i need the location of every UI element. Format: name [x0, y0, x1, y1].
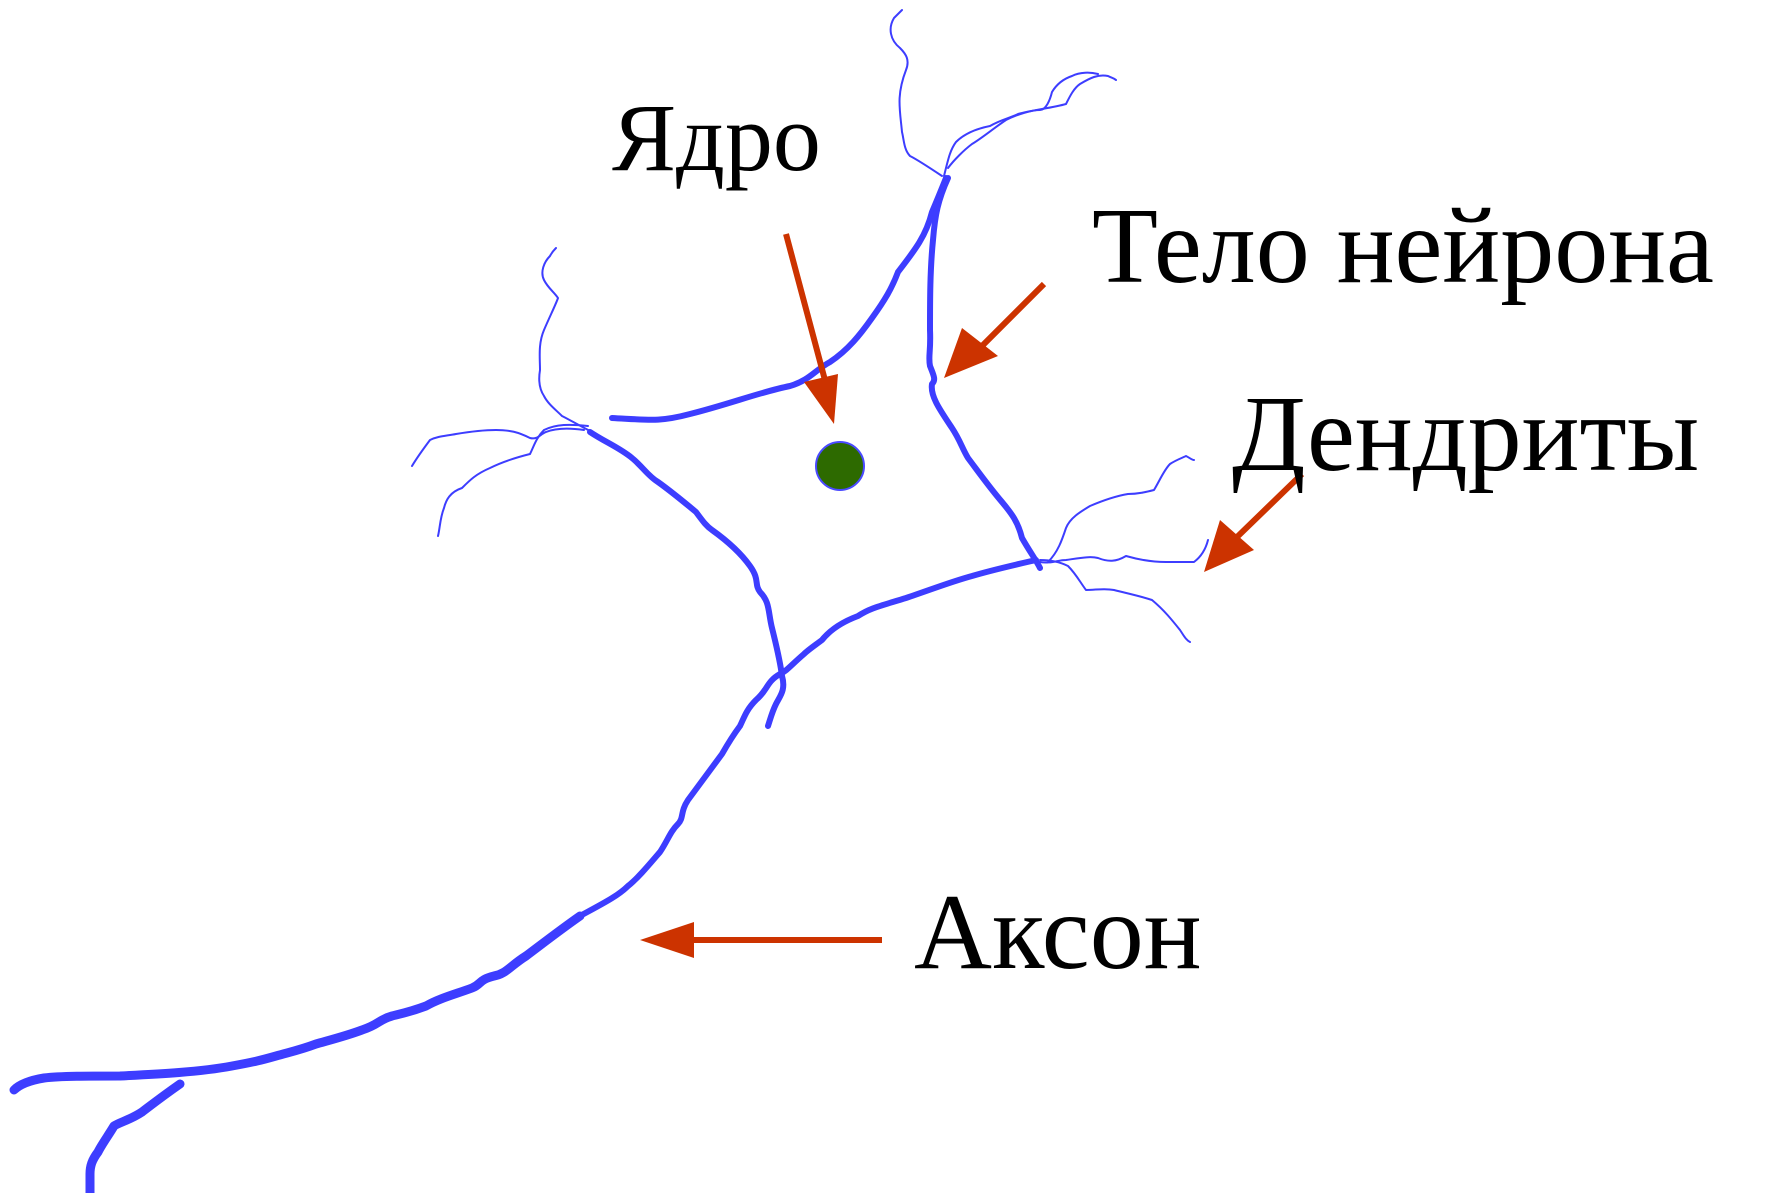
arrow-dendrites	[1204, 471, 1305, 572]
cell-body-right-edge	[926, 175, 1043, 571]
cell-body-left-edge	[587, 429, 787, 729]
dendrite-top-trunk	[609, 175, 949, 423]
dendrite-branch-right-3	[1047, 455, 1195, 563]
axon	[9, 911, 585, 1095]
label-axon: Аксон	[914, 873, 1202, 992]
arrow-axon	[640, 922, 882, 958]
dendrite-branch-left-3	[411, 427, 585, 467]
arrows	[640, 233, 1305, 958]
label-nucleus: Ядро	[612, 84, 821, 191]
arrow-cell-body	[944, 281, 1047, 378]
cell-body-lower-edge	[577, 557, 1039, 919]
label-dendrites: Дендриты	[1232, 375, 1699, 494]
dendrite-branch-left-2	[437, 423, 589, 537]
dendrite-branch-top-3	[947, 71, 1099, 169]
neuron	[9, 9, 1209, 1193]
axon-terminal-branch	[85, 1079, 185, 1193]
label-cell-body: Тело нейрона	[1092, 187, 1714, 306]
dendrite-branch-right-1	[1039, 539, 1209, 564]
arrow-nucleus	[783, 233, 838, 424]
dendrite-branch-left-1	[538, 247, 593, 433]
nucleus	[815, 441, 865, 491]
dendrite-branch-right-2	[1039, 559, 1191, 643]
dendrite-branch-top-2	[943, 74, 1117, 177]
dendrite-branch-top-1	[889, 9, 943, 177]
